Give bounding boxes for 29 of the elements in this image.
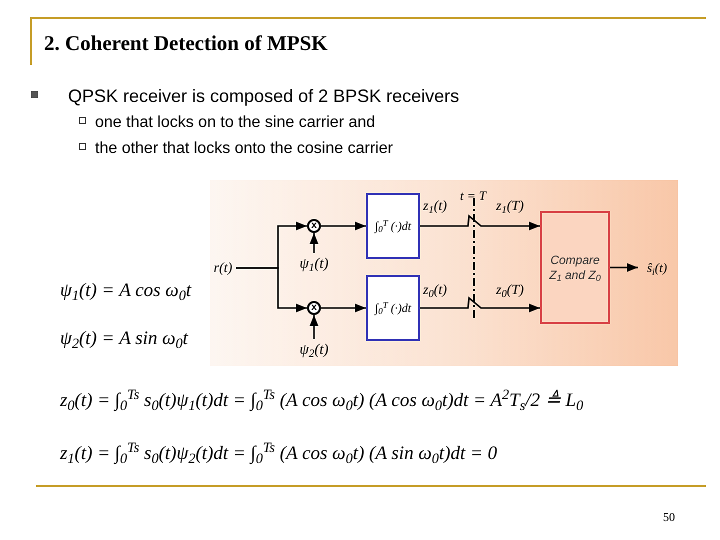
signal-label: ψ$_{2}$(t): [294, 339, 334, 361]
signal-label: z$_{1}$(t): [423, 198, 447, 217]
bullet-text: one that locks on to the sine carrier and: [95, 113, 376, 133]
signal-label: z$_{0}$(T): [496, 282, 524, 301]
equation: ψ$_{2}$(t) = A sin ω$_{0}$t: [60, 327, 188, 354]
arrow: [610, 263, 638, 272]
bullet-text: the other that locks onto the cosine carrier: [95, 139, 393, 159]
signal-label: r(t): [210, 258, 236, 278]
sampling-label: t = T: [460, 187, 486, 205]
signal-label: z$_{0}$(t): [423, 282, 447, 301]
arrow: [420, 214, 540, 230]
arrow: [310, 233, 318, 253]
arrow: [420, 296, 540, 312]
arrow: [321, 222, 366, 230]
signal-label: z$_{1}$(T): [496, 198, 524, 217]
page-number: 50: [663, 509, 675, 526]
comparator-box: Compare Z$_{1}$ and Z$_{0}$: [540, 211, 610, 324]
slide-title: 2. Coherent Detection of MPSK: [44, 30, 328, 57]
equation: z$_{0}$(t) = ∫$_{0}$$^{Ts}$ s$_{0}$(t)ψ$_{1}$(t)dt = ∫$_{0}$$^{Ts}$ (A cos ω$_{0}$t) (A cos ω$_{0}$t)dt = A$^{2}$T$_{s}$/2 ≜ L$_{0}$: [60, 387, 584, 416]
equation: ψ$_{1}$(t) = A cos ω$_{0}$t: [60, 279, 192, 306]
integrator-box: ∫$_{0}$$^{T}$ (·)dt: [366, 275, 420, 341]
signal-label: ψ$_{1}$(t): [294, 253, 334, 275]
integrator-box: ∫$_{0}$$^{T}$ (·)dt: [366, 193, 420, 259]
arrow: [310, 315, 318, 339]
arrow: [321, 304, 366, 312]
equation: z$_{1}$(t) = ∫$_{0}$$^{Ts}$ s$_{0}$(t)ψ$_{2}$(t)dt = ∫$_{0}$$^{Ts}$ (A cos ω$_{0}$t) (A sin ω$_{0}$t)dt = 0: [60, 440, 498, 468]
arrow: [236, 267, 307, 312]
output-label: ŝ$_{i}$(t): [638, 257, 676, 279]
bullet-text: QPSK receiver is composed of 2 BPSK receivers: [68, 85, 460, 108]
